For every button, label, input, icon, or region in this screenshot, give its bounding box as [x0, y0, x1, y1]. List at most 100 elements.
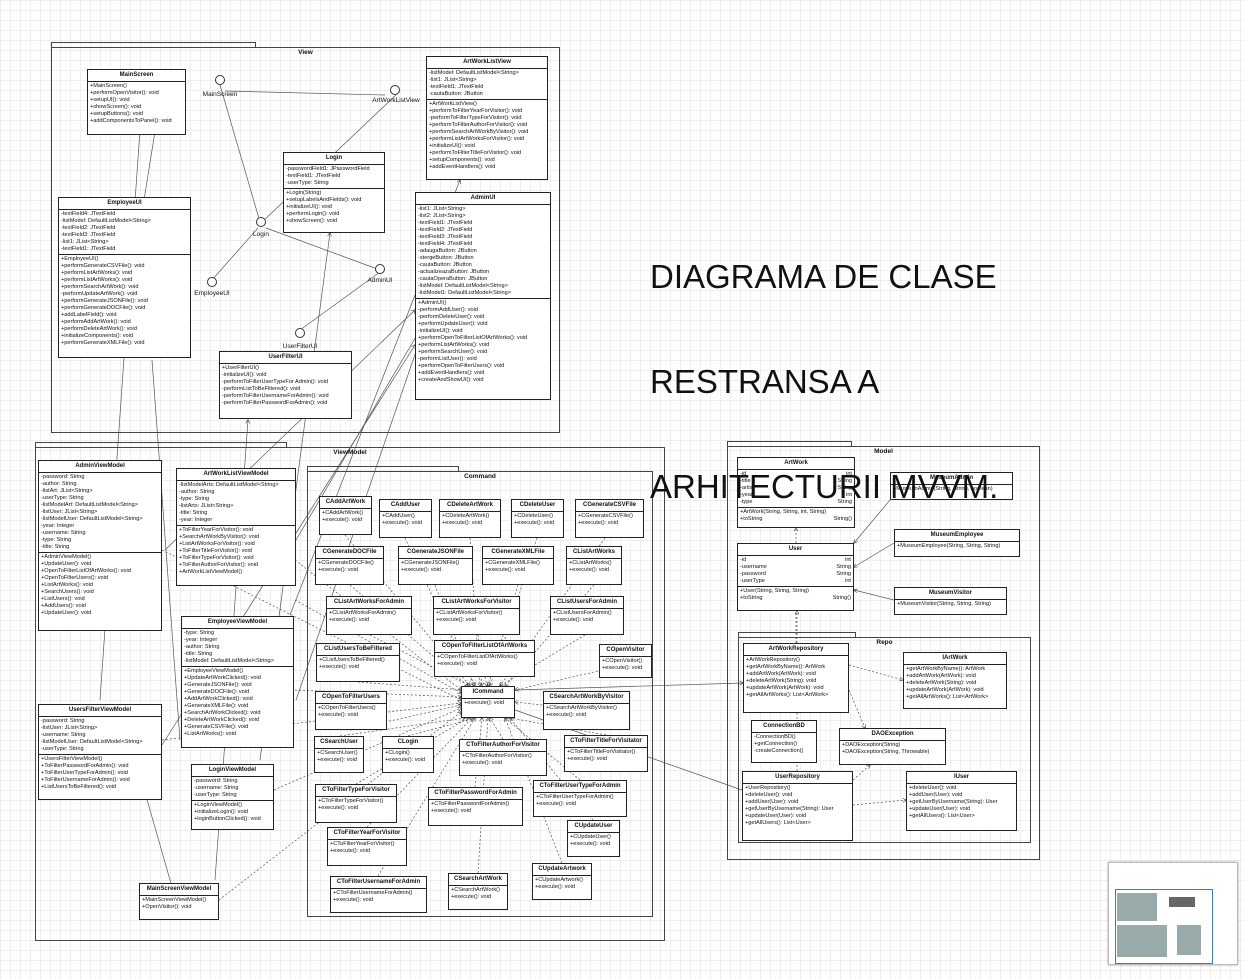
interface-node[interactable]: [295, 328, 305, 338]
interface-node[interactable]: [375, 264, 385, 274]
method-row: +getAllArtWorks(): List<ArtWork>: [746, 692, 846, 699]
method-text: +MuseumEmployee(String, String, String): [897, 543, 1001, 549]
attribute-row: -userType: String: [286, 180, 382, 187]
class-usersfilterviewmodel[interactable]: UsersFilterViewModel-password: String-li…: [38, 704, 162, 800]
class-cdeleteuser[interactable]: CDeleteUser+CDeleteUser()+execute(): voi…: [511, 499, 564, 538]
class-icommand[interactable]: ICommand+execute(): void: [461, 686, 515, 718]
method-text: -performToFilterPasswordForAdmin(): void: [222, 400, 328, 406]
class-caddartwork[interactable]: CAddArtWork+CAddArtWork()+execute(): voi…: [319, 496, 372, 535]
attributes-section: -listModel: DefaultListModel<String>-lis…: [427, 69, 547, 100]
class-copentofilterusers[interactable]: COpenToFilterUsers+COpenToFilterUsers()+…: [315, 691, 387, 730]
class-cgeneratexmlfile[interactable]: CGenerateXMLFile+CGenerateXMLFile()+exec…: [482, 546, 554, 585]
interface-node[interactable]: [215, 75, 225, 85]
method-text: +updateArtWork(ArtWork): void: [906, 687, 984, 693]
class-mainscreen[interactable]: MainScreen+MainScreen()+performOpenVisit…: [87, 69, 186, 135]
method-text: +GenerateXMLFile(): void: [184, 703, 249, 709]
class-clistartworks[interactable]: CListArtWorks+CListArtWorks()+execute():…: [566, 546, 622, 585]
class-clogin[interactable]: CLogin+CLogin()+execute(): void: [382, 736, 434, 773]
method-text: -performAddUser(): void: [418, 307, 478, 313]
class-ctofilterauthorforvisitor[interactable]: CToFilterAuthorForVisitor+CToFilterAutho…: [459, 739, 547, 776]
methods-section: +AdminUI()-performAddUser(): void-perfor…: [416, 299, 550, 385]
class-ctofilterusertypeforadmin[interactable]: CToFilterUserTypeForAdmin+CToFilterUserT…: [533, 780, 627, 817]
class-ctofiltertypeforvisitor[interactable]: CToFilterTypeForVisitor+CToFilterTypeFor…: [315, 784, 397, 823]
class-ctofiltertitleforvisitator[interactable]: CToFilterTitleForVisitator+CToFilterTitl…: [564, 735, 648, 772]
class-csearchartworkbyvisitor[interactable]: CSearchArtWorkByVisitor+CSearchArtWorkBy…: [543, 691, 630, 730]
class-iuser[interactable]: IUser+deleteUser(): void+addUser(User): …: [906, 771, 1017, 831]
method-text: +GenerateDOCFile(): void: [184, 689, 250, 695]
class-museumvisitor[interactable]: MuseumVisitor+MuseumVisitor(String, Stri…: [894, 587, 1007, 615]
package-view[interactable]: View: [51, 42, 560, 433]
class-cgeneratejsonfile[interactable]: CGenerateJSONFile+CGenerateJSONFile()+ex…: [398, 546, 473, 585]
class-clistuserstobefiltered[interactable]: CListUsersToBeFiltered+CListUsersToBeFil…: [316, 643, 400, 682]
class-loginviewmodel[interactable]: LoginViewModel-password: String-username…: [191, 764, 274, 830]
package-model[interactable]: Model: [727, 441, 1040, 860]
class-adminviewmodel[interactable]: AdminViewModel-password: String-author: …: [38, 460, 162, 631]
class-employeeviewmodel[interactable]: EmployeeViewModel-type: String-year: Int…: [181, 616, 294, 748]
method-text: -performToFilterUsernameForAdmin(): void: [222, 393, 329, 399]
method-text: +execute(): void: [317, 757, 357, 763]
class-cgeneratecsvfile[interactable]: CGenerateCSVFile+CGenerateCSVFile()+exec…: [575, 499, 644, 538]
method-text: +AdminViewModel(): [41, 554, 92, 560]
attribute-row: -type: String: [184, 630, 291, 637]
class-clistusersforadmin[interactable]: CListUsersForAdmin+CListUsersForAdmin()+…: [550, 596, 624, 635]
minimap-panel[interactable]: [1108, 862, 1238, 965]
class-cdeleteartwork[interactable]: CDeleteArtWork+CDeleteArtWork()+execute(…: [439, 499, 501, 538]
class-artworklistviewmodel[interactable]: ArtWorkListViewModel-listModelArts: Defa…: [176, 468, 296, 586]
class-cgeneratedocfile[interactable]: CGenerateDOCFile+CGenerateDOCFile()+exec…: [315, 546, 384, 585]
diagram-title: DIAGRAMA DE CLASE RESTRANSA A ARHITECTUR…: [650, 189, 998, 574]
method-row: +performListArtWorksForVisitor(): void: [429, 136, 545, 143]
methods-section: +UserFilterUI()-initializeUI(): void-per…: [220, 364, 351, 408]
class-copenvisitor[interactable]: COpenVisitor+COpenVisitor()+execute(): v…: [599, 644, 652, 678]
minimap-viewport[interactable]: [1115, 889, 1213, 964]
class-daoexception[interactable]: DAOException+DAOException(String)+DAOExc…: [839, 728, 946, 765]
method-text: +execute(): void: [514, 520, 554, 526]
method-text: +deleteArtWork(String): void: [906, 680, 977, 686]
class-museumemployee[interactable]: MuseumEmployee+MuseumEmployee(String, St…: [894, 529, 1020, 557]
class-name: COpenToFilterUsers: [316, 692, 386, 704]
class-userfilterui[interactable]: UserFilterUI+UserFilterUI()-initializeUI…: [219, 351, 352, 419]
interface-node[interactable]: [207, 277, 217, 287]
class-copentofilterlistofartworks[interactable]: COpenToFilterListOfArtWorks+COpenToFilte…: [434, 640, 535, 677]
dependency-edge: [407, 718, 475, 737]
class-mainscreenviewmodel[interactable]: MainScreenViewModel+MainScreenViewModel(…: [139, 883, 219, 920]
package-command[interactable]: Command: [307, 466, 653, 917]
class-clistartworksforvisitor[interactable]: CListArtWorksForVisitor+CListArtWorksFor…: [433, 596, 520, 635]
method-text: +DAOException(String, Throwable): [842, 749, 930, 755]
class-iartwork[interactable]: IArtWork+getArtWorkByName(): ArtWork+add…: [903, 652, 1007, 709]
class-artworklistview[interactable]: ArtWorkListView-listModel: DefaultListMo…: [426, 56, 548, 180]
class-artworkrepository[interactable]: ArtWorkRepository+ArtWorkRepository()+ge…: [743, 643, 849, 713]
method-text: +CToFilterAuthorForVisitor(): [462, 753, 532, 759]
package-viewmodel[interactable]: ViewModel: [35, 442, 665, 941]
method-text: +MuseumVisitor(String, String, String): [897, 601, 991, 607]
class-csearchartwork[interactable]: CSearchArtWork+CSearchArtWork()+execute(…: [448, 873, 508, 910]
class-userrepository[interactable]: UserRepository+UserRepository()+deleteUs…: [742, 771, 853, 841]
method-row: +performToFilterAuthorForVisitor(): void: [429, 122, 545, 129]
class-cupdateuser[interactable]: CUpdateUser+CUpdateUser()+execute(): voi…: [567, 820, 620, 857]
package-repo[interactable]: Repo: [738, 632, 1031, 843]
class-museumadmin[interactable]: MuseumAdmin+MuseumAdmin(String, String, …: [890, 472, 1013, 500]
class-ctofilterusernameforadmin[interactable]: CToFilterUsernameForAdmin+CToFilterUsern…: [330, 876, 427, 913]
attribute-text: -listArts: JList<String>: [179, 503, 234, 509]
class-cupdateartwork[interactable]: CUpdateArtwork+CUpdateArtwork()+execute(…: [532, 863, 592, 900]
interface-node[interactable]: [390, 85, 400, 95]
node-label: UserFilterUI: [282, 343, 318, 350]
class-employeeui[interactable]: EmployeeUI-textField4: JTextField-listMo…: [58, 197, 191, 358]
dependency-edge: [852, 800, 906, 806]
method-text: +toString: [740, 516, 763, 522]
method-text: +addArtWork(ArtWork): void: [746, 671, 816, 677]
class-clistartworksforadmin[interactable]: CListArtWorksForAdmin+CListArtWorksForAd…: [326, 596, 412, 635]
class-ctofilterpasswordforadmin[interactable]: CToFilterPasswordForAdmin+CToFilterPassw…: [428, 787, 523, 826]
method-row: +GenerateJSONFile(): void: [184, 682, 291, 689]
class-adminui[interactable]: AdminUI-list1: JList<String>-list2: JLis…: [415, 192, 551, 400]
method-row: +performUpdateUser(): void: [418, 321, 548, 328]
class-login[interactable]: Login-passwordField1: JPasswordField-tex…: [283, 152, 385, 233]
class-connectionbd[interactable]: ConnectionBD-ConnectionBD()+getConnectio…: [751, 720, 817, 763]
class-cadduser[interactable]: CAddUser+CAddUser()+execute(): void: [379, 499, 432, 538]
class-csearchuser[interactable]: CSearchUser+CSearchUser()+execute(): voi…: [314, 736, 364, 773]
class-ctofilteryearforvisitor[interactable]: CToFilterYearForVisitor+CToFilterYearFor…: [327, 827, 407, 866]
method-text: +performListArtWorks(): void: [61, 270, 133, 276]
interface-node[interactable]: [256, 217, 266, 227]
